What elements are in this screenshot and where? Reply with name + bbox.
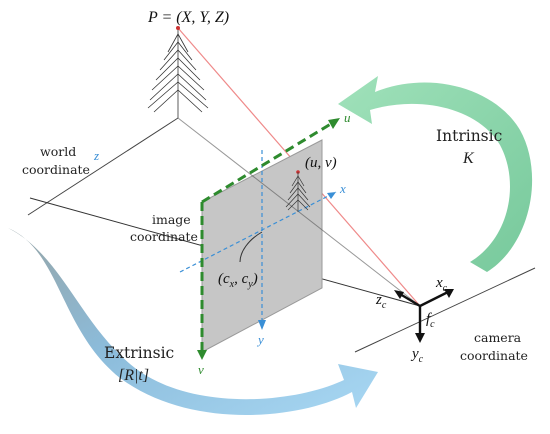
world-axis-line (27, 117, 179, 216)
intrinsic-title: Intrinsic (436, 127, 502, 145)
intrinsic-symbol: K (462, 150, 475, 167)
image-u-label: u (344, 110, 351, 125)
world-tree-icon (147, 26, 209, 118)
image-u-arrowhead (328, 118, 340, 129)
principal-point-label: (cx, cy) (218, 271, 258, 290)
image-x-arrowhead (327, 192, 336, 199)
camera-z-label: zc (375, 292, 387, 311)
optical-axis (177, 117, 421, 307)
camera-label-line1: camera (474, 330, 522, 345)
point-label: P = (X, Y, Z) (147, 9, 229, 26)
image-v-label: v (198, 362, 204, 377)
projected-point-label: (u, v) (305, 155, 337, 171)
camera-axes (394, 289, 454, 343)
image-y-arrowhead (258, 320, 266, 330)
camera-f-label: fc (426, 311, 435, 330)
principal-point-leader (239, 231, 263, 263)
world-label-line2: coordinate (22, 162, 90, 177)
camera-y-label: yc (410, 346, 424, 365)
image-y-label: y (256, 332, 264, 347)
camera-x-label: xc (435, 275, 448, 294)
camera-base-line (354, 267, 536, 353)
extrinsic-symbol: [R|t] (118, 367, 149, 384)
image-label-line1: image (152, 212, 191, 227)
world-label-line1: world (40, 144, 76, 159)
image-x-label: x (339, 181, 346, 196)
world-z-label: z (93, 148, 99, 163)
camera-label-line2: coordinate (460, 348, 528, 363)
extrinsic-arrow (8, 228, 378, 416)
image-tree-icon (285, 172, 311, 212)
image-v-arrowhead (197, 350, 207, 360)
intrinsic-arrow (338, 76, 533, 272)
image-u-axis (201, 120, 335, 204)
image-x-axis (179, 191, 337, 273)
image-label-line2: coordinate (130, 229, 198, 244)
extrinsic-title: Extrinsic (104, 344, 174, 362)
